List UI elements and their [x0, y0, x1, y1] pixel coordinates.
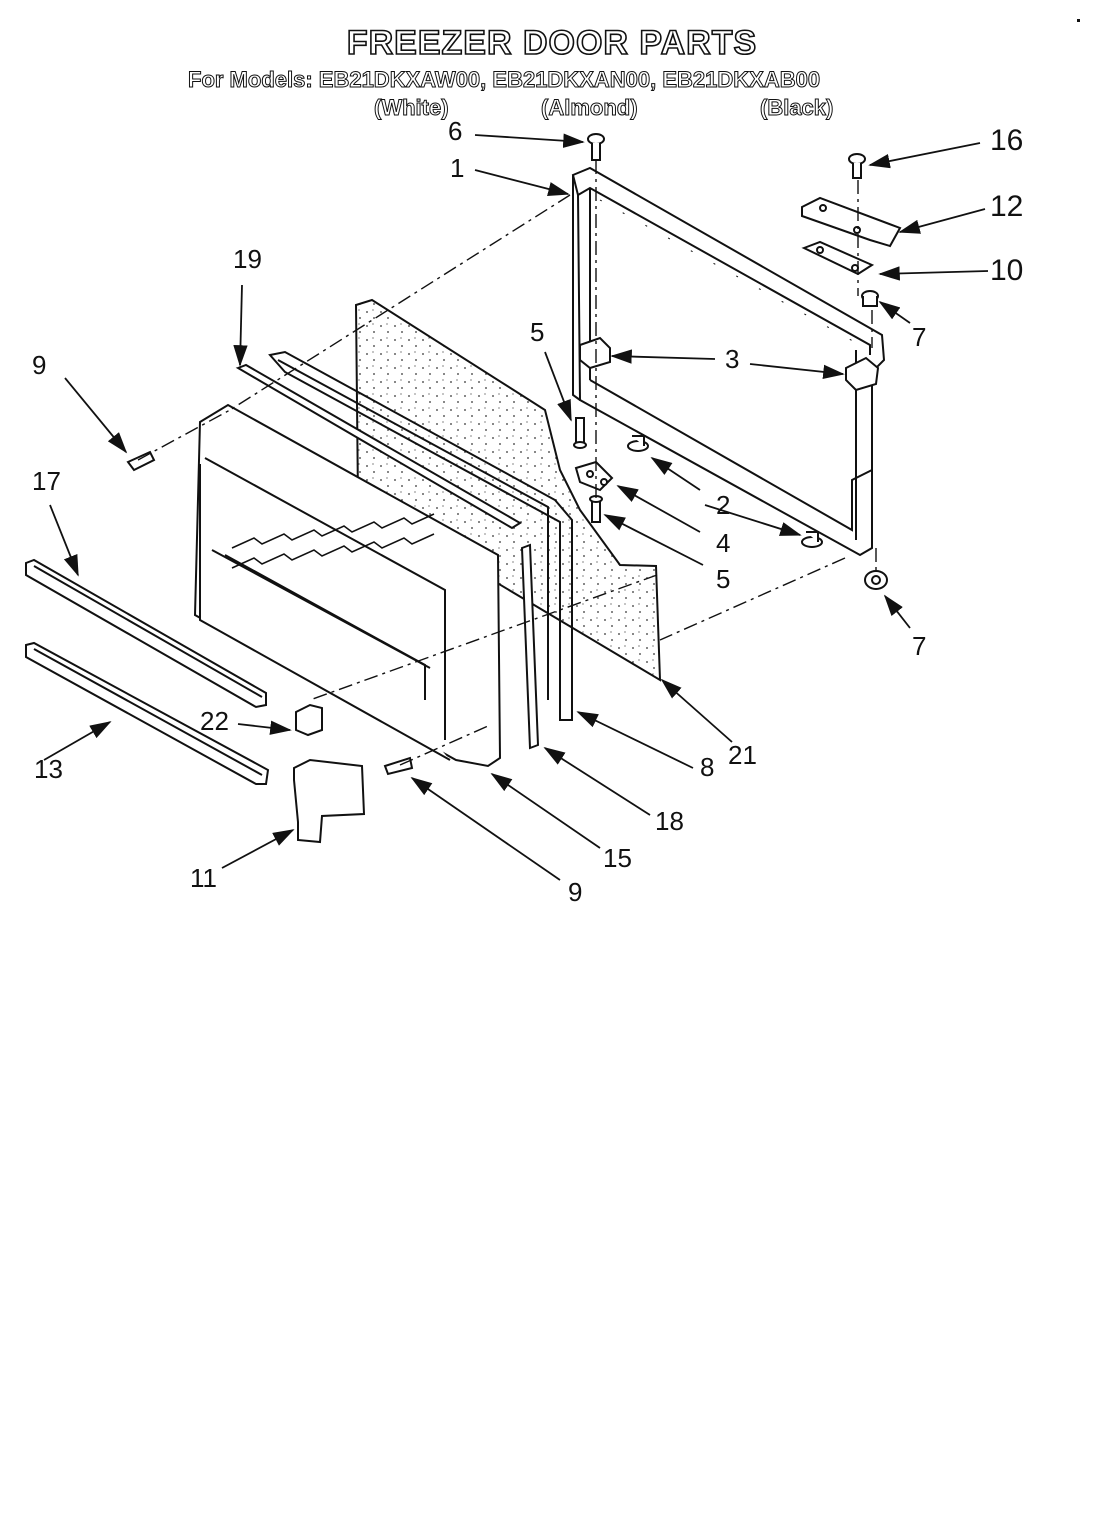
inner-door-liner-15	[193, 403, 502, 768]
callout-9-left: 9	[32, 350, 46, 380]
handle-trim-13	[25, 641, 270, 785]
finish-white: (White)	[374, 95, 450, 121]
callout-8: 8	[700, 752, 714, 782]
callout-1: 1	[450, 153, 464, 183]
callout-7-top: 7	[912, 322, 926, 352]
handle-trim-17	[25, 558, 267, 709]
hinge-bracket-right	[845, 356, 880, 392]
callout-7-bottom: 7	[912, 631, 926, 661]
callout-6: 6	[448, 116, 462, 146]
callout-22: 22	[200, 706, 229, 736]
callout-9-bottom: 9	[568, 877, 582, 907]
callout-18: 18	[655, 806, 684, 836]
screw-5-lower	[589, 495, 603, 523]
alignment-lines	[137, 160, 877, 766]
bumper-2-left	[627, 435, 649, 452]
bushing-7-bottom	[864, 570, 888, 590]
screw-5-upper	[573, 417, 587, 449]
handle-end-cap-11	[293, 758, 366, 844]
hinge-bracket-4	[574, 460, 614, 492]
finish-black: (Black)	[759, 95, 834, 121]
callout-4: 4	[716, 528, 730, 558]
insulation-panel-21	[354, 298, 662, 682]
breaker-strip-18	[520, 543, 540, 750]
callout-12: 12	[990, 190, 1023, 223]
hinge-plate-12	[801, 196, 902, 248]
hinge-bracket-left	[579, 336, 611, 370]
leader-arrows	[43, 133, 989, 881]
liner-ridges	[231, 513, 435, 569]
page-title: FREEZER DOOR PARTS	[346, 23, 758, 63]
callout-11: 11	[190, 863, 217, 893]
callout-2: 2	[716, 490, 730, 520]
callout-5-lower: 5	[716, 564, 730, 594]
corner-mark	[1077, 19, 1080, 22]
finish-almond: (Almond)	[541, 95, 639, 121]
callout-5-upper: 5	[530, 317, 544, 347]
screw-9-left	[126, 450, 156, 472]
callout-3: 3	[725, 344, 739, 374]
shim-plate-10	[801, 240, 875, 276]
callout-16: 16	[990, 124, 1023, 157]
screw-16	[848, 153, 866, 179]
callout-15: 15	[603, 843, 632, 873]
callout-21: 21	[728, 740, 757, 770]
bumper-2-right	[801, 531, 823, 548]
callout-19: 19	[233, 244, 262, 274]
screw-9-bottom	[383, 756, 414, 776]
callout-17: 17	[32, 466, 61, 496]
callout-10: 10	[990, 254, 1023, 287]
clip-22	[295, 703, 323, 737]
bushing-7-top	[861, 290, 879, 307]
callout-labels: 6 1 16 12 10 7 3 5 2 4 5 7 21 8 18 15 9 …	[32, 116, 1023, 907]
models-line: For Models: EB21DKXAW00, EB21DKXAN00, EB…	[187, 67, 821, 93]
screw-6	[587, 133, 605, 161]
callout-13: 13	[34, 754, 63, 784]
gasket-8	[268, 350, 573, 721]
